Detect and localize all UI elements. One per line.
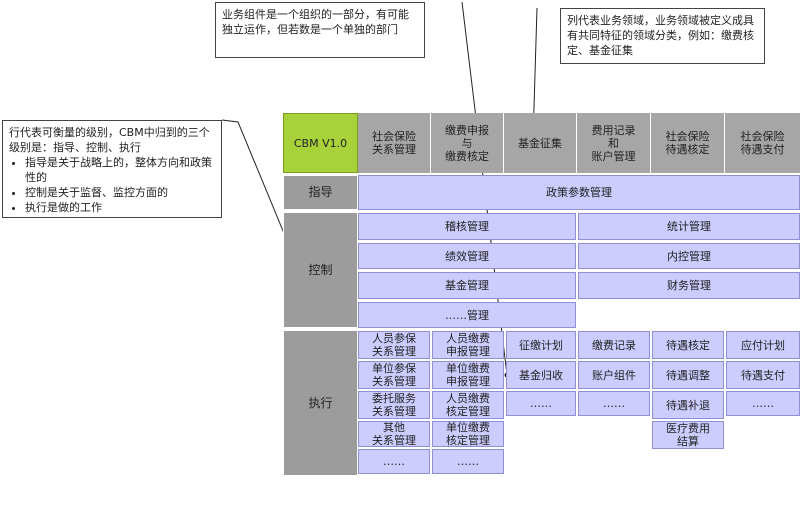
execute-cell: …… <box>432 449 504 474</box>
callout-levels-item: 指导是关于战略上的，整体方向和政策性的 <box>25 155 215 185</box>
control-cell: 统计管理 <box>578 213 800 240</box>
execute-cell: 应付计划 <box>726 331 800 359</box>
execute-cell: 待遇支付 <box>726 361 800 389</box>
control-cell: 基金管理 <box>358 272 576 299</box>
execute-cell: 医疗费用 结算 <box>652 421 724 449</box>
control-cell: 稽核管理 <box>358 213 576 240</box>
control-cell: 内控管理 <box>578 243 800 269</box>
execute-cell: …… <box>726 391 800 416</box>
execute-cell: 其他 关系管理 <box>358 421 430 447</box>
cbm-version-cell: CBM V1.0 <box>283 113 358 173</box>
callout-business-domain-text: 列代表业务领域，业务领域被定义成具有共同特征的领域分类，例如：缴费核定、基金征集 <box>567 14 754 57</box>
column-header: 社会保险 关系管理 <box>358 113 431 173</box>
callout-levels-item: 控制是关于监督、监控方面的 <box>25 185 215 200</box>
execute-cell: 待遇核定 <box>652 331 724 359</box>
execute-cell: 待遇补退 <box>652 391 724 419</box>
execute-cell: 单位参保 关系管理 <box>358 361 430 389</box>
column-header: 社会保险 待遇支付 <box>725 113 800 173</box>
callout-levels-item: 执行是做的工作 <box>25 200 215 215</box>
execute-cell: 征缴计划 <box>506 331 576 359</box>
column-header: 缴费申报 与 缴费核定 <box>431 113 504 173</box>
execute-cell: 待遇调整 <box>652 361 724 389</box>
row-label-guide: 指导 <box>283 175 358 210</box>
execute-cell: 单位缴费 申报管理 <box>432 361 504 389</box>
row-label-control: 控制 <box>283 212 358 328</box>
callout-business-domain: 列代表业务领域，业务领域被定义成具有共同特征的领域分类，例如：缴费核定、基金征集 <box>560 8 765 64</box>
callout-levels-intro: 行代表可衡量的级别，CBM中归到的三个级别是：指导、控制、执行 <box>9 126 210 154</box>
execute-cell: 账户组件 <box>578 361 650 389</box>
row-label-execute: 执行 <box>283 330 358 476</box>
column-header: 基金征集 <box>504 113 577 173</box>
guide-cell: 政策参数管理 <box>358 175 800 210</box>
execute-cell: 基金归收 <box>506 361 576 389</box>
execute-cell: 委托服务 关系管理 <box>358 391 430 419</box>
control-cell: 绩效管理 <box>358 243 576 269</box>
callout-business-component-text: 业务组件是一个组织的一部分，有可能独立运作，但若数是一个单独的部门 <box>222 8 409 36</box>
callout-levels-list: 指导是关于战略上的，整体方向和政策性的 控制是关于监督、监控方面的 执行是做的工… <box>9 155 215 215</box>
execute-cell: 缴费记录 <box>578 331 650 359</box>
column-header: 费用记录 和 账户管理 <box>577 113 651 173</box>
execute-cell: 单位缴费 核定管理 <box>432 421 504 447</box>
control-cell: 财务管理 <box>578 272 800 299</box>
execute-cell: 人员缴费 申报管理 <box>432 331 504 359</box>
execute-cell: 人员参保 关系管理 <box>358 331 430 359</box>
connector-line-row <box>221 119 301 273</box>
execute-cell: …… <box>578 391 650 416</box>
execute-cell: …… <box>358 449 430 474</box>
column-header: 社会保险 待遇核定 <box>651 113 725 173</box>
callout-levels: 行代表可衡量的级别，CBM中归到的三个级别是：指导、控制、执行 指导是关于战略上… <box>2 120 222 218</box>
execute-cell: …… <box>506 391 576 416</box>
control-cell: ……管理 <box>358 302 576 328</box>
callout-business-component: 业务组件是一个组织的一部分，有可能独立运作，但若数是一个单独的部门 <box>215 2 425 58</box>
execute-cell: 人员缴费 核定管理 <box>432 391 504 419</box>
